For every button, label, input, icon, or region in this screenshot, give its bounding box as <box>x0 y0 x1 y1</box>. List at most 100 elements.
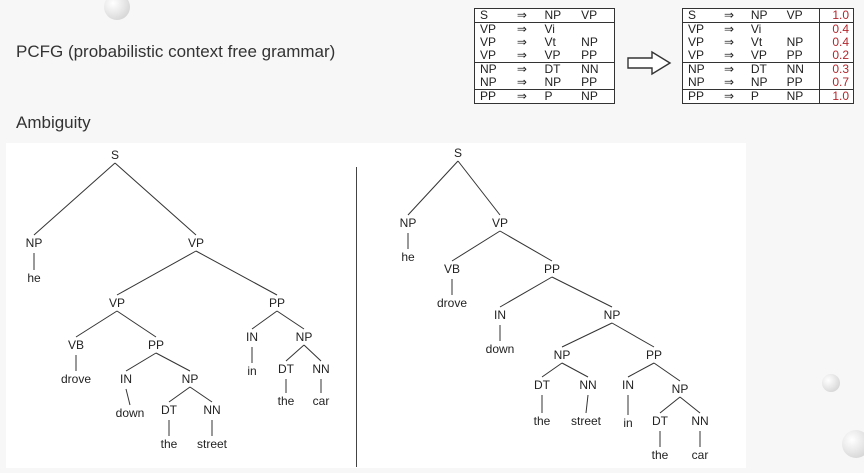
tree-node: NP <box>672 382 689 396</box>
tree-edge <box>457 160 501 216</box>
tree-node: IN <box>494 308 506 322</box>
parse-tree-right: SNPheVPVBdrovePPINdownNPNPDTtheNNstreetP… <box>400 146 709 462</box>
tree-node: street <box>197 437 228 451</box>
tree-edge <box>285 344 305 362</box>
tree-edge <box>499 276 553 308</box>
decorative-bubble <box>822 374 840 392</box>
tree-node: car <box>313 394 330 408</box>
tree-node: VB <box>444 262 460 276</box>
rule-rhs1: NP <box>544 75 562 89</box>
rule-arrow: ⇒ <box>718 89 746 104</box>
rule-rhs2: NP <box>781 89 819 104</box>
rule-rhs2 <box>576 22 615 36</box>
tree-node: drove <box>61 372 91 386</box>
rule-lhs: NP <box>688 75 705 89</box>
rule-lhs: VP <box>688 48 705 62</box>
tree-node: VP <box>188 236 204 250</box>
tree-edge <box>451 230 501 262</box>
rule-arrow: ⇒ <box>516 8 527 22</box>
rule-rhs1: Vi <box>539 22 577 36</box>
rule-rhs1: Vi <box>745 22 782 36</box>
rule-rhs2: PP <box>786 75 803 89</box>
rule-rhs2: NP <box>786 35 804 49</box>
tree-node: the <box>278 394 295 408</box>
rule-arrow: ⇒ <box>718 22 746 36</box>
tree-node: PP <box>646 348 662 362</box>
rule-probability: 0.7 <box>818 76 854 90</box>
grammar-rule-row: VP⇒Vi <box>474 22 615 36</box>
tree-node: VP <box>109 296 125 310</box>
rule-lhs: VP <box>480 35 497 49</box>
tree-edge <box>611 322 655 348</box>
tree-node: he <box>401 250 415 264</box>
hollow-right-arrow-icon <box>627 50 672 76</box>
rule-probability: 0.3 <box>818 62 854 76</box>
tree-node: S <box>454 146 462 160</box>
rule-rhs1: P <box>745 89 782 104</box>
rule-probability: 1.0 <box>818 89 854 104</box>
rule-rhs1: Vt <box>544 35 556 49</box>
tree-node: NP <box>182 372 199 386</box>
rule-probability: 0.2 <box>818 49 854 63</box>
rule-probability: 1.0 <box>818 8 854 23</box>
rule-lhs: NP <box>474 62 512 76</box>
tree-edge <box>125 388 131 406</box>
tree-node: DT <box>534 378 551 392</box>
tree-node: IN <box>246 330 258 344</box>
tree-node: PP <box>148 338 164 352</box>
tree-node: NP <box>296 330 313 344</box>
tree-node: VP <box>492 216 508 230</box>
rule-rhs1: DT <box>539 62 577 76</box>
tree-edge <box>125 352 157 372</box>
rule-rhs2: PP <box>581 48 598 62</box>
rule-lhs: PP <box>474 89 512 104</box>
tree-edge <box>251 310 278 330</box>
tree-node: NP <box>26 236 43 250</box>
rule-arrow: ⇒ <box>516 35 527 49</box>
tree-edge <box>551 276 613 308</box>
tree-node: S <box>111 148 119 162</box>
rule-lhs: VP <box>474 22 512 36</box>
tree-edge <box>627 362 655 378</box>
rule-lhs: S <box>480 8 489 22</box>
rule-arrow: ⇒ <box>723 8 735 22</box>
decorative-bubble <box>104 0 130 20</box>
rule-arrow: ⇒ <box>516 48 527 62</box>
rule-rhs1: Vt <box>750 35 763 49</box>
tree-edge <box>679 396 701 414</box>
tree-node: NP <box>400 216 417 230</box>
rule-probability: 0.4 <box>818 36 854 49</box>
rule-rhs2: NP <box>581 35 598 49</box>
tree-node: down <box>116 406 145 420</box>
tree-edge <box>195 250 278 296</box>
tree-edge <box>155 352 191 372</box>
rule-rhs2: VP <box>786 8 803 22</box>
tree-node: DT <box>161 403 178 417</box>
tree-node: NN <box>579 378 596 392</box>
tree-node: NN <box>691 414 708 428</box>
rule-rhs1: NP <box>750 8 768 22</box>
slide-title-ambiguity: Ambiguity <box>16 113 91 132</box>
tree-edge <box>116 250 197 296</box>
tree-node: DT <box>652 414 669 428</box>
decorative-bubble <box>842 430 864 458</box>
tree-edge <box>303 344 322 362</box>
rule-rhs2: NP <box>576 89 615 104</box>
tree-edge <box>541 362 563 378</box>
tree-edge <box>116 310 157 338</box>
rule-rhs2: PP <box>786 48 803 62</box>
tree-node: PP <box>269 296 285 310</box>
rule-lhs: NP <box>480 75 497 89</box>
rule-rhs1: VP <box>750 48 767 62</box>
tree-edge <box>561 322 613 348</box>
rule-lhs: VP <box>688 35 705 49</box>
